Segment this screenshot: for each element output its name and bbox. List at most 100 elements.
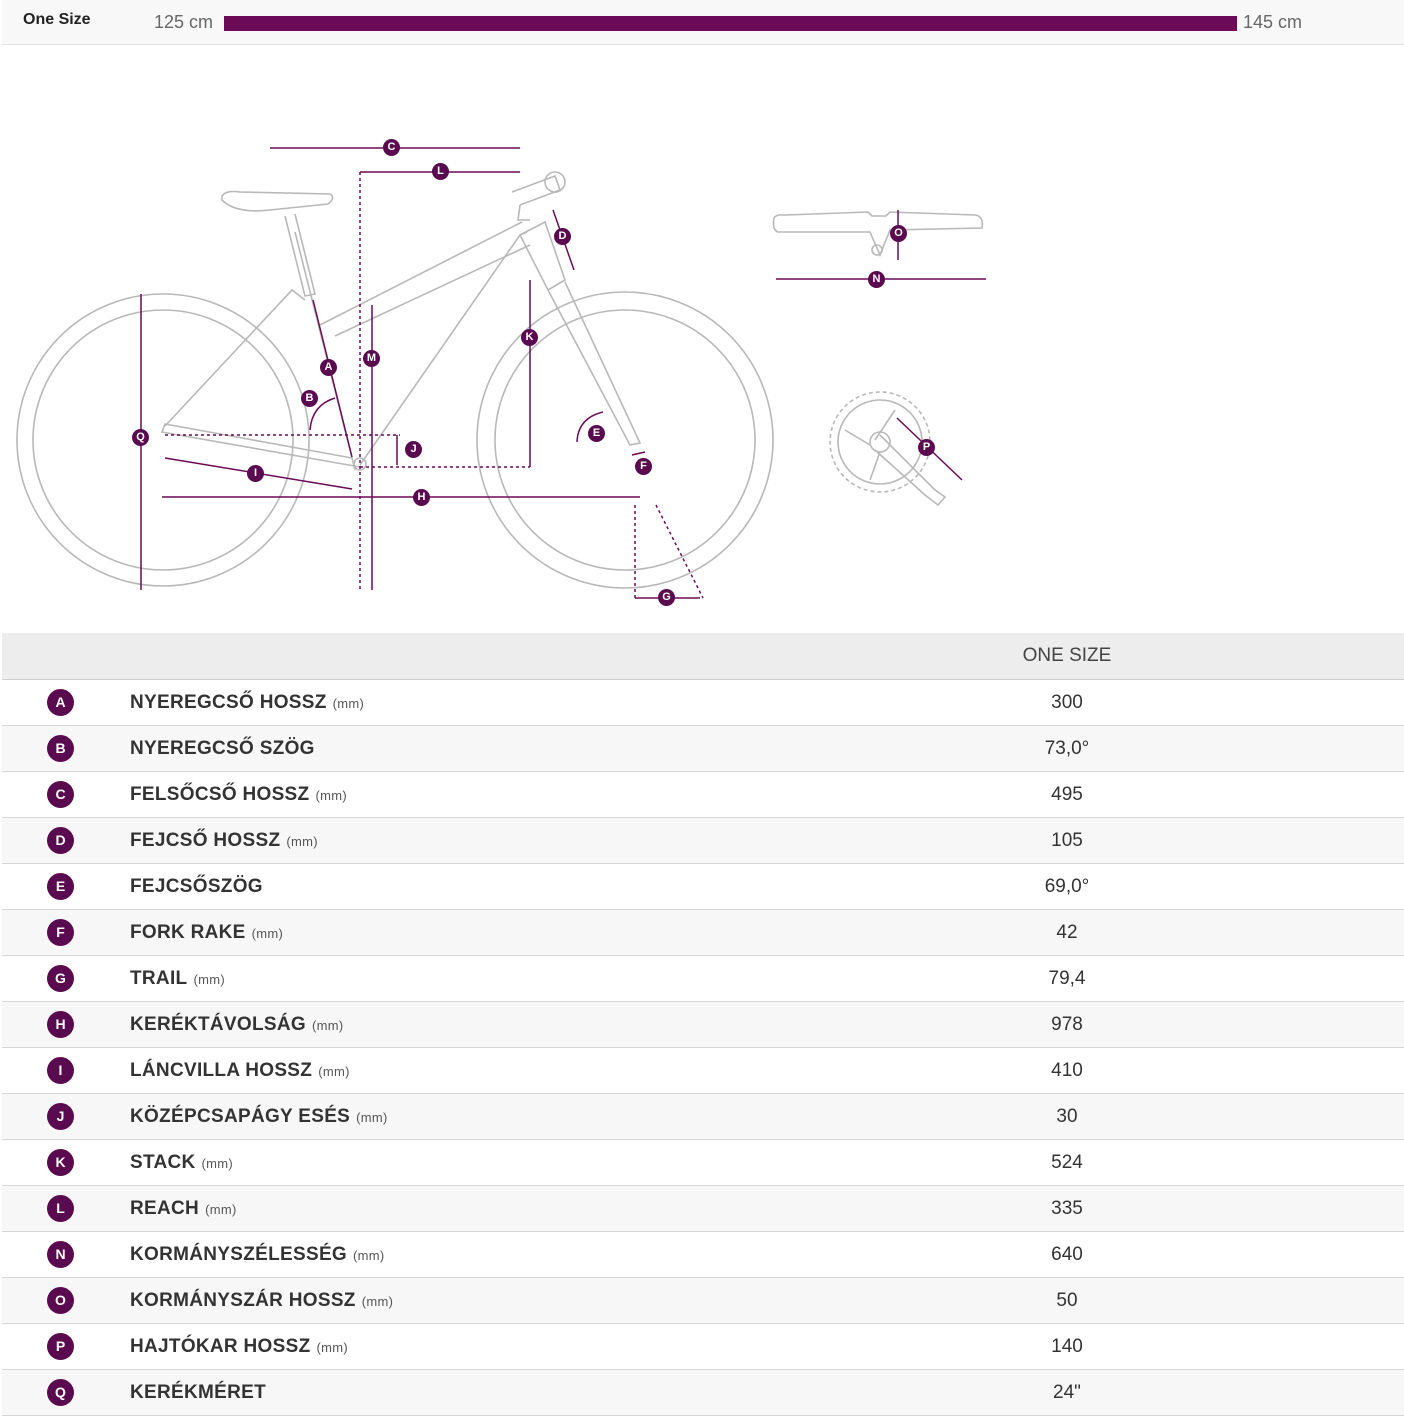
measure-unit: (mm) [311, 1017, 344, 1033]
measure-badge: I [47, 1057, 74, 1084]
height-min: 125 cm [154, 12, 214, 32]
measure-value-cell: 30 [930, 1093, 1404, 1140]
measure-name: STACK [130, 1151, 196, 1173]
measure-unit: (mm) [205, 1201, 237, 1217]
diagram-label-f: F [635, 458, 652, 475]
measure-unit: (mm) [332, 695, 365, 711]
row-letter-cell: I [2, 1047, 130, 1094]
measure-name-cell: KÖZÉPCSAPÁGY ESÉS (mm) [130, 1093, 930, 1140]
measure-unit: (mm) [193, 971, 225, 987]
measure-unit: (mm) [318, 1063, 350, 1079]
measure-name-cell: NYEREGCSŐ SZÖG [130, 725, 930, 772]
size-height-bar: One Size 125 cm 145 cm [2, 0, 1404, 45]
measure-value: 410 [1051, 1059, 1083, 1081]
measure-value: 335 [1051, 1197, 1083, 1219]
measure-value-cell: 105 [930, 817, 1404, 864]
bike-illustration [16, 147, 986, 599]
height-range-bar [224, 16, 1237, 31]
measure-unit: (mm) [316, 1339, 349, 1355]
measure-badge: A [47, 689, 74, 716]
measure-name: NYEREGCSŐ SZÖG [130, 737, 315, 759]
measure-value: 73,0° [1044, 737, 1090, 759]
diagram-label-b: B [301, 390, 318, 407]
measure-badge: H [47, 1011, 74, 1038]
measure-value: 69,0° [1044, 875, 1090, 897]
measure-value-cell: 640 [930, 1231, 1404, 1278]
measure-name-cell: FEJCSŐSZÖG [130, 863, 930, 910]
measure-name: KERÉKMÉRET [130, 1381, 267, 1403]
row-letter-cell: E [2, 863, 130, 910]
measure-value-cell: 410 [930, 1047, 1404, 1094]
measure-name: FORK RAKE [130, 921, 246, 943]
measure-value-cell: 24" [930, 1369, 1404, 1416]
diagram-label-p: P [918, 439, 935, 456]
measure-value: 79,4 [1048, 967, 1086, 989]
row-letter-cell: O [2, 1277, 130, 1324]
measure-badge: B [47, 735, 74, 762]
row-letter-cell: C [2, 771, 130, 818]
measure-badge: C [47, 781, 74, 808]
measure-name-cell: FEJCSŐ HOSSZ(mm) [130, 817, 930, 864]
row-letter-cell: L [2, 1185, 130, 1232]
measure-badge: E [47, 873, 74, 900]
table-row: D FEJCSŐ HOSSZ(mm) 105 [2, 817, 1404, 864]
diagram-label-g: G [658, 589, 675, 606]
table-row: A NYEREGCSŐ HOSSZ(mm) 300 [2, 679, 1404, 726]
measure-value: 640 [1051, 1243, 1083, 1265]
measure-name: KÖZÉPCSAPÁGY ESÉS [130, 1105, 351, 1127]
measure-value: 30 [1056, 1105, 1078, 1127]
measure-value-cell: 69,0° [930, 863, 1404, 910]
diagram-label-n: N [868, 271, 885, 288]
measure-name-cell: TRAIL (mm) [130, 955, 930, 1002]
row-letter-cell: H [2, 1001, 130, 1048]
table-row: E FEJCSŐSZÖG 69,0° [2, 863, 1404, 910]
diagram-label-a: A [320, 359, 337, 376]
measure-badge: P [47, 1333, 74, 1360]
table-row: J KÖZÉPCSAPÁGY ESÉS (mm) 30 [2, 1093, 1404, 1140]
diagram-label-h: H [413, 489, 430, 506]
measure-name-cell: REACH(mm) [130, 1185, 930, 1232]
measure-value-cell: 73,0° [930, 725, 1404, 772]
table-row: B NYEREGCSŐ SZÖG 73,0° [2, 725, 1404, 772]
size-name: One Size [23, 11, 91, 28]
row-letter-cell: P [2, 1323, 130, 1370]
measure-name-cell: FELSŐCSŐ HOSSZ(mm) [130, 771, 930, 818]
header-spacer [2, 633, 930, 680]
measure-value-cell: 335 [930, 1185, 1404, 1232]
measure-name-cell: KERÉKMÉRET [130, 1369, 930, 1416]
measure-value-cell: 79,4 [930, 955, 1404, 1002]
table-header-row: ONE SIZE [2, 633, 1404, 680]
row-letter-cell: A [2, 679, 130, 726]
measure-value: 50 [1056, 1289, 1078, 1311]
row-letter-cell: B [2, 725, 130, 772]
measure-name: LÁNCVILLA HOSSZ [130, 1059, 313, 1081]
measure-value: 42 [1056, 921, 1078, 943]
measure-name-cell: HAJTÓKAR HOSSZ(mm) [130, 1323, 930, 1370]
geometry-diagram: C L D K M A B Q J I H E F G O N P [0, 45, 1404, 633]
measure-badge: J [47, 1103, 74, 1130]
measure-name: KORMÁNYSZÉLESSÉG [130, 1243, 347, 1265]
measure-unit: (mm) [353, 1247, 385, 1263]
measure-value-cell: 300 [930, 679, 1404, 726]
measure-badge: Q [47, 1379, 74, 1406]
diagram-label-i: I [247, 465, 264, 482]
row-letter-cell: D [2, 817, 130, 864]
size-column-header: ONE SIZE [930, 633, 1404, 680]
measure-value: 300 [1051, 691, 1083, 713]
measure-value: 105 [1051, 829, 1083, 851]
measure-name: FEJCSŐ HOSSZ [130, 829, 281, 851]
table-row: C FELSŐCSŐ HOSSZ(mm)495 [2, 771, 1404, 818]
measure-name-cell: NYEREGCSŐ HOSSZ(mm) [130, 679, 930, 726]
measure-badge: D [47, 827, 74, 854]
measure-value-cell: 524 [930, 1139, 1404, 1186]
measure-unit: (mm) [356, 1109, 388, 1125]
measure-name: TRAIL [130, 967, 188, 989]
measure-value-cell: 495 [930, 771, 1404, 818]
